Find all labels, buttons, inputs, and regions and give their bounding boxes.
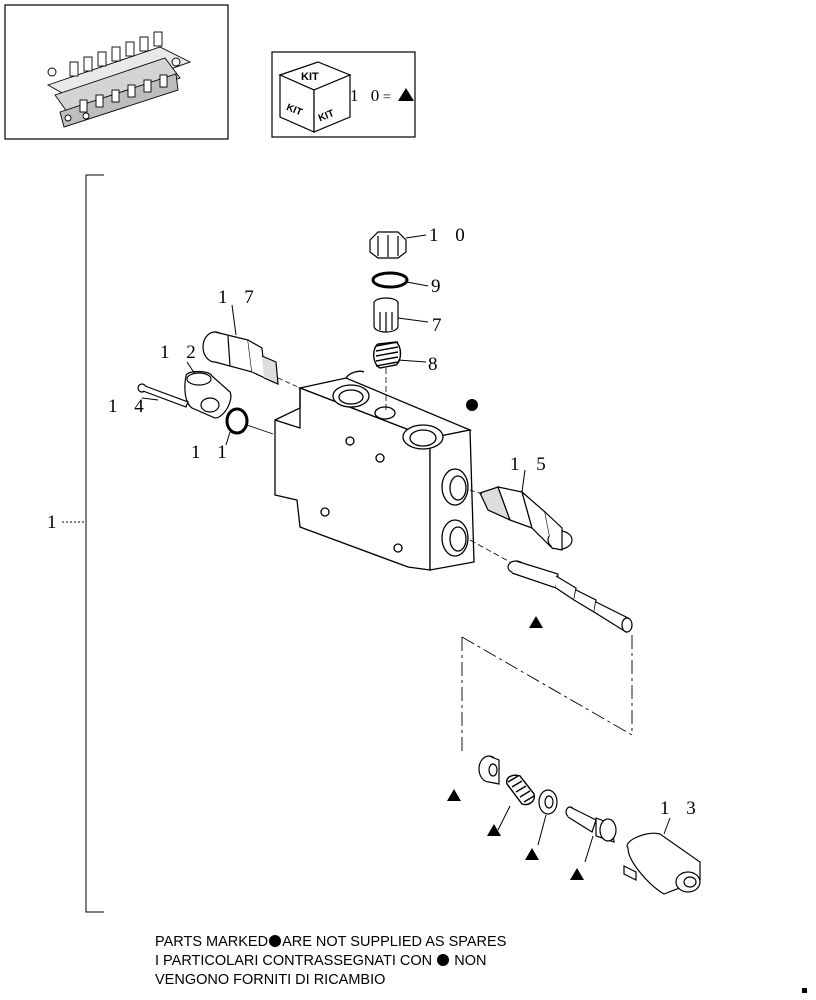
kit-triangle-marker <box>398 88 414 101</box>
callout-8: 8 <box>428 354 444 375</box>
part-9-oring <box>371 271 409 289</box>
part-15-relief-valve <box>479 486 573 551</box>
assembly-guide-lines <box>461 635 633 755</box>
callout-14: 1 4 <box>108 396 150 417</box>
footer-note-text: ARE NOT SUPPLIED AS SPARES <box>282 934 507 950</box>
footer-note-text: I PARTICOLARI CONTRASSEGNATI CON <box>155 953 433 969</box>
callout-17: 1 7 <box>218 287 260 308</box>
callout-7: 7 <box>432 315 448 336</box>
callout-15: 1 5 <box>510 454 552 475</box>
part-11-oring <box>225 407 249 435</box>
part-12-flange <box>184 370 232 419</box>
small-spring-part <box>506 774 536 806</box>
footer-note-line-1: PARTS MARKED ARE NOT SUPPLIED AS SPARES <box>155 933 506 952</box>
footer-note-text: NON <box>454 953 487 969</box>
washer-triangle-marker <box>525 848 539 860</box>
page-corner-mark <box>802 988 807 993</box>
valve-assembly-thumbnail <box>46 31 192 128</box>
part-10-plug <box>369 231 407 259</box>
spring-triangle-marker <box>487 824 501 836</box>
spool-part <box>507 560 633 633</box>
callout-11: 1 1 <box>191 442 233 463</box>
footer-dot-marker <box>269 935 282 947</box>
callout-12: 1 2 <box>160 342 202 363</box>
kit-reference-number: 1 0 <box>350 86 383 105</box>
part-14-screw <box>137 383 189 408</box>
footer-note-text: PARTS MARKED <box>155 934 269 950</box>
seat-part <box>478 755 500 785</box>
part-17-cartridge <box>202 331 279 385</box>
valve-body <box>274 370 475 571</box>
part-8-spring <box>373 341 402 369</box>
footer-note-text: VENGONO FORNITI DI RICAMBIO <box>155 972 386 988</box>
plunger-part <box>565 806 617 843</box>
callout-10: 1 0 <box>429 225 471 246</box>
thumbnail-panel <box>4 4 229 140</box>
seat-triangle-marker <box>447 789 461 801</box>
part-7-poppet <box>373 297 399 333</box>
callout-9: 9 <box>431 276 447 297</box>
footer-note-line-3: VENGONO FORNITI DI RICAMBIO <box>155 971 385 990</box>
footer-note-line-2: I PARTICOLARI CONTRASSEGNATI CON NON <box>155 952 486 971</box>
washer-part <box>538 789 558 815</box>
spool-triangle-marker <box>529 616 543 628</box>
part-13-cap <box>623 832 701 895</box>
callout-1: 1 <box>47 512 63 533</box>
kit-reference-equals: = <box>383 90 391 105</box>
kit-cube-icon <box>278 61 352 133</box>
plunger-triangle-marker <box>570 868 584 880</box>
footer-dot-marker <box>437 954 450 966</box>
kit-reference-box: KIT KIT KIT 1 0 = <box>271 51 416 138</box>
callout-13: 1 3 <box>660 798 702 819</box>
kit-top-label: KIT <box>301 71 319 83</box>
assembly-bracket <box>62 174 104 913</box>
not-supplied-dot-marker <box>466 399 478 411</box>
